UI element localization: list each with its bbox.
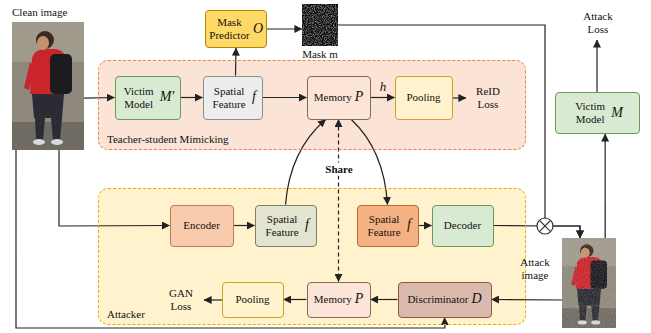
connector <box>351 120 387 205</box>
loss-arrow <box>204 299 222 300</box>
connector <box>492 299 563 301</box>
math-symbol: P <box>355 291 364 307</box>
encoder-box: Encoder <box>170 205 234 247</box>
attacker-band: AttackerEncoderSpatial FeaturefSpatial F… <box>98 188 526 325</box>
box-label: Spatial Feature <box>262 213 302 238</box>
attack-image: Attack image <box>562 238 616 328</box>
feature-box: Spatial Featuref <box>357 205 419 247</box>
victim-model-box: Victim ModelM′ <box>115 76 181 120</box>
connector <box>235 48 237 76</box>
math-symbol: M′ <box>160 89 175 105</box>
image-caption: Clean image <box>12 6 67 19</box>
clean-photo <box>12 22 84 150</box>
connector <box>419 225 432 226</box>
loss-label: Attack Loss <box>575 10 621 35</box>
mask-noise <box>302 4 338 46</box>
memory-box: MemoryP <box>307 76 371 120</box>
loss-arrow <box>453 97 466 98</box>
pooling-box: Pooling <box>222 282 284 318</box>
math-symbol: f <box>305 217 309 233</box>
box-label: Victim Model <box>572 100 608 125</box>
group-title: Attacker <box>107 308 145 321</box>
feature-box: Spatial Featuref <box>203 76 263 120</box>
box-label: Pooling <box>235 293 269 306</box>
input-image: Clean image <box>12 22 84 150</box>
discriminator-box: DiscriminatorD <box>398 282 492 318</box>
connector <box>284 299 307 300</box>
box-label: Decoder <box>444 219 481 232</box>
connector <box>267 28 302 29</box>
loss-label: GAN Loss <box>160 287 202 312</box>
image-caption: Mask m <box>302 48 338 61</box>
mask-image: Mask m <box>302 4 338 46</box>
box-label: Mask Predictor <box>209 16 250 41</box>
box-label: Discriminator <box>407 293 468 306</box>
box-label: Memory <box>314 91 352 104</box>
math-symbol: f <box>252 89 256 105</box>
math-symbol: P <box>355 89 364 105</box>
attack-photo <box>562 238 616 328</box>
edge-label: Share <box>323 163 354 176</box>
mask-image <box>302 4 338 46</box>
perturbation <box>562 238 616 328</box>
connector <box>16 150 445 328</box>
band-fill <box>98 60 526 150</box>
box-label: Spatial Feature <box>209 85 249 110</box>
mask-predictor-box: Mask PredictorO <box>205 10 267 48</box>
math-symbol: O <box>253 21 263 37</box>
memory-box: MemoryP <box>307 282 371 318</box>
box-label: Spatial Feature <box>364 213 404 238</box>
edge-label: h <box>380 80 387 95</box>
box-label: Pooling <box>406 91 440 104</box>
teacher-band: Teacher-student Mimicking Victim ModelM′ S… <box>98 60 526 150</box>
math-symbol: M <box>611 105 623 121</box>
feature-box: Spatial Featuref <box>255 205 317 247</box>
box-label: Encoder <box>183 219 220 232</box>
connector <box>181 97 203 98</box>
group-title: Teacher-student Mimicking <box>107 133 229 146</box>
connector <box>286 120 326 205</box>
connector <box>371 97 395 98</box>
loss-arrow <box>596 40 597 92</box>
connector <box>338 120 339 282</box>
math-symbol: f <box>407 217 411 233</box>
decoder-box: Decoder <box>432 205 494 247</box>
math-symbol: D <box>471 291 481 307</box>
multiply-symbol <box>537 218 553 234</box>
connector <box>605 134 606 238</box>
band-fill <box>98 188 526 325</box>
box-label: Victim Model <box>121 85 157 110</box>
connector <box>234 225 255 226</box>
box-label: Memory <box>314 293 352 306</box>
pooling-box: Pooling <box>395 76 453 120</box>
loss-label: ReID Loss <box>468 85 508 110</box>
victim-model-box: Victim ModelM <box>555 92 640 134</box>
connector <box>371 299 398 300</box>
connector <box>84 97 115 99</box>
connector <box>263 97 307 98</box>
image-caption: Attack image <box>512 256 558 281</box>
